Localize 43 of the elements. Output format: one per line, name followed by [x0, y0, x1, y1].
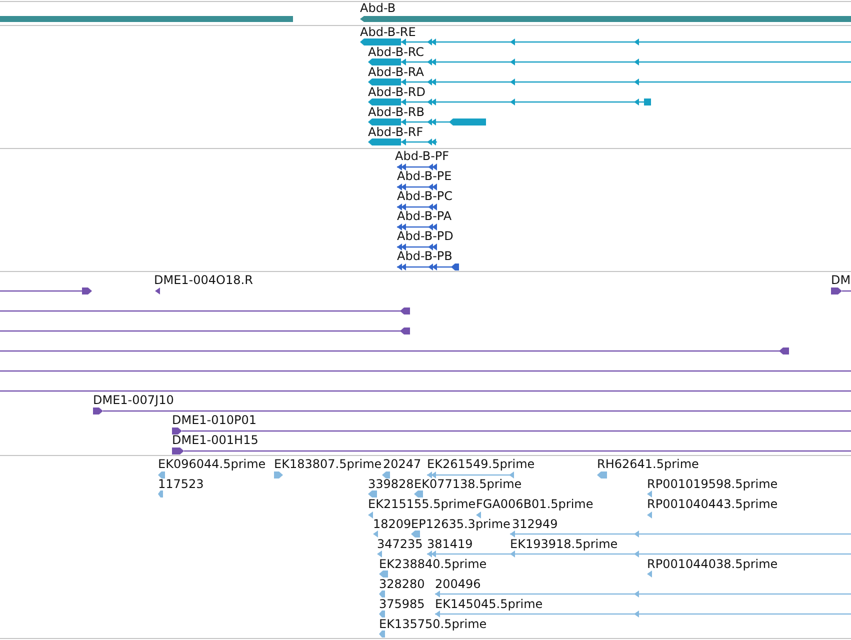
est-label: 347235: [377, 537, 423, 551]
est-label: EK183807.5prime: [274, 457, 382, 471]
est-label: EK193918.5prime: [510, 537, 618, 551]
transcript-label: Abd-B-RB: [368, 105, 424, 119]
clone-label: DME1-004O18.R: [154, 273, 253, 287]
clone-label: DME1-001H15: [172, 433, 258, 447]
est-label: EK077138.5prime: [414, 477, 522, 491]
transcript-label: Abd-B-RE: [360, 25, 416, 39]
clone-label: DM: [831, 273, 851, 287]
protein-label: Abd-B-PF: [395, 149, 450, 163]
est-label: FGA006B01.5prime: [476, 497, 594, 511]
transcript-label: Abd-B-RF: [368, 125, 424, 139]
est-label: 381419: [427, 537, 473, 551]
transcript-label: Abd-B-RA: [368, 65, 424, 79]
est-label: EK215155.5prime: [368, 497, 476, 511]
est-label: EK096044.5prime: [158, 457, 266, 471]
est-label: 312949: [512, 517, 558, 531]
est-label: 339828: [368, 477, 414, 491]
protein-label: Abd-B-PD: [397, 229, 454, 243]
protein-label: Abd-B-PB: [397, 249, 452, 263]
transcript-label: Abd-B-RD: [368, 85, 426, 99]
est-label: 117523: [158, 477, 204, 491]
transcript-label: Abd-B-RC: [368, 45, 424, 59]
est-label: RP001044038.5prime: [647, 557, 778, 571]
est-label: EK135750.5prime: [379, 617, 487, 631]
est-label: EK261549.5prime: [427, 457, 535, 471]
clone-label: DME1-007J10: [93, 393, 174, 407]
est-label: EK238840.5prime: [379, 557, 487, 571]
est-label: 200496: [435, 577, 481, 591]
est-label: RP001040443.5prime: [647, 497, 778, 511]
est-label: EK145045.5prime: [435, 597, 543, 611]
gene-label: Abd-B: [360, 1, 396, 15]
est-label: RP001019598.5prime: [647, 477, 778, 491]
est-label: 328280: [379, 577, 425, 591]
est-label: 18209: [373, 517, 412, 531]
protein-label: Abd-B-PE: [397, 169, 452, 183]
est-label: 20247: [383, 457, 422, 471]
est-label: 375985: [379, 597, 425, 611]
protein-label: Abd-B-PC: [397, 189, 453, 203]
protein-label: Abd-B-PA: [397, 209, 452, 223]
est-label: RH62641.5prime: [597, 457, 699, 471]
est-label: EP12635.3prime: [411, 517, 510, 531]
clone-label: DME1-010P01: [172, 413, 257, 427]
